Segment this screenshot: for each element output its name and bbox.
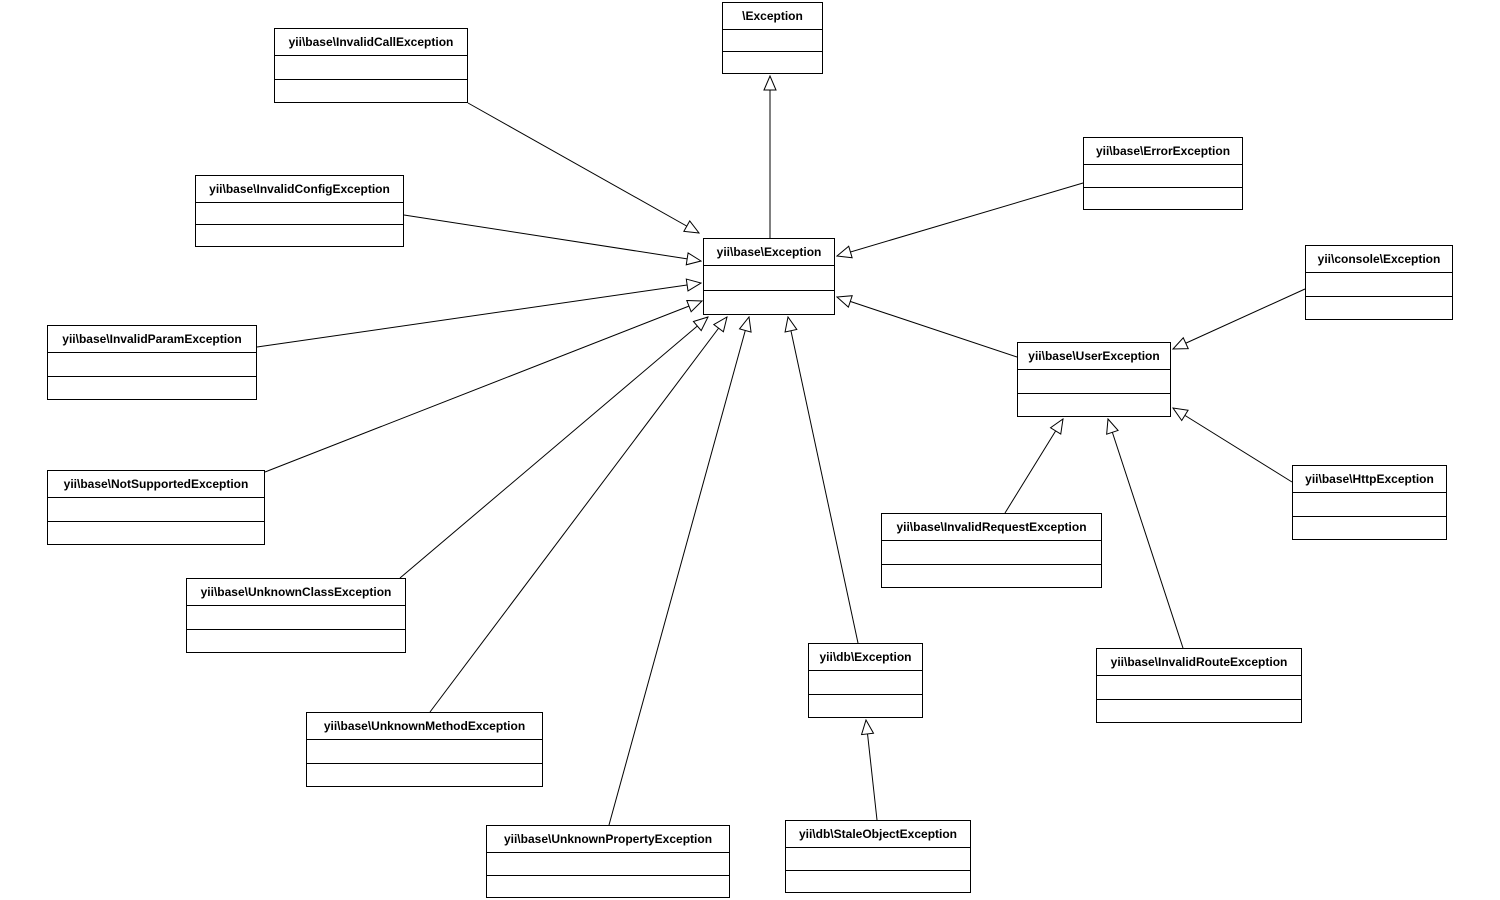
attributes-compartment bbox=[187, 606, 405, 629]
methods-compartment bbox=[275, 78, 467, 103]
class-node-invalid-param: yii\base\InvalidParamException bbox=[47, 325, 257, 400]
attributes-compartment bbox=[196, 203, 403, 224]
class-node-console-exception: yii\console\Exception bbox=[1305, 245, 1453, 320]
class-name-label: yii\db\Exception bbox=[809, 644, 922, 671]
class-name-label: yii\base\ErrorException bbox=[1084, 138, 1242, 165]
class-node-stale-object: yii\db\StaleObjectException bbox=[785, 820, 971, 893]
class-name-label: yii\base\UserException bbox=[1018, 343, 1170, 370]
methods-compartment bbox=[1018, 392, 1170, 417]
attributes-compartment bbox=[809, 671, 922, 694]
class-name-label: yii\base\InvalidRouteException bbox=[1097, 649, 1301, 676]
attributes-compartment bbox=[1097, 676, 1301, 699]
inheritance-edge-stale_object-to-db_exception bbox=[866, 720, 878, 821]
attributes-compartment bbox=[1293, 493, 1446, 516]
methods-compartment bbox=[786, 869, 970, 893]
inheritance-edge-unknown_property-to-base_exception bbox=[608, 317, 749, 826]
attributes-compartment bbox=[704, 266, 834, 290]
class-name-label: yii\base\HttpException bbox=[1293, 466, 1446, 493]
methods-compartment bbox=[882, 563, 1101, 588]
methods-compartment bbox=[1306, 295, 1452, 320]
class-name-label: yii\base\NotSupportedException bbox=[48, 471, 264, 498]
class-name-label: yii\base\Exception bbox=[704, 239, 834, 266]
class-name-label: yii\base\InvalidRequestException bbox=[882, 514, 1101, 541]
attributes-compartment bbox=[307, 740, 542, 763]
inheritance-edge-user_exception-to-base_exception bbox=[837, 297, 1018, 358]
methods-compartment bbox=[187, 628, 405, 653]
class-name-label: yii\console\Exception bbox=[1306, 246, 1452, 273]
class-node-invalid-route: yii\base\InvalidRouteException bbox=[1096, 648, 1302, 723]
class-name-label: yii\base\UnknownMethodException bbox=[307, 713, 542, 740]
methods-compartment bbox=[48, 520, 264, 545]
inheritance-edge-console_exception-to-user_exception bbox=[1173, 288, 1306, 349]
methods-compartment bbox=[307, 762, 542, 787]
methods-compartment bbox=[1293, 515, 1446, 540]
inheritance-edge-error_exception-to-base_exception bbox=[837, 182, 1084, 256]
class-node-unknown-method: yii\base\UnknownMethodException bbox=[306, 712, 543, 787]
inheritance-edge-http_exception-to-user_exception bbox=[1173, 408, 1293, 483]
attributes-compartment bbox=[48, 353, 256, 376]
class-name-label: yii\base\UnknownClassException bbox=[187, 579, 405, 606]
inheritance-edge-not_supported-to-base_exception bbox=[264, 301, 702, 473]
attributes-compartment bbox=[487, 853, 729, 875]
attributes-compartment bbox=[882, 541, 1101, 564]
inheritance-edge-invalid_route-to-user_exception bbox=[1108, 419, 1184, 649]
class-node-invalid-config: yii\base\InvalidConfigException bbox=[195, 175, 404, 247]
inheritance-edge-invalid_request-to-user_exception bbox=[1004, 419, 1063, 514]
inheritance-edge-unknown_class-to-base_exception bbox=[399, 317, 708, 579]
class-name-label: yii\base\InvalidConfigException bbox=[196, 176, 403, 203]
methods-compartment bbox=[1084, 186, 1242, 210]
class-node-http-exception: yii\base\HttpException bbox=[1292, 465, 1447, 540]
attributes-compartment bbox=[1018, 370, 1170, 393]
class-node-not-supported: yii\base\NotSupportedException bbox=[47, 470, 265, 545]
attributes-compartment bbox=[1084, 165, 1242, 187]
methods-compartment bbox=[48, 375, 256, 400]
class-node-base-exception: yii\base\Exception bbox=[703, 238, 835, 315]
class-node-invalid-request: yii\base\InvalidRequestException bbox=[881, 513, 1102, 588]
attributes-compartment bbox=[48, 498, 264, 521]
methods-compartment bbox=[196, 224, 403, 246]
attributes-compartment bbox=[786, 848, 970, 870]
class-name-label: yii\base\InvalidParamException bbox=[48, 326, 256, 353]
inheritance-edge-invalid_config-to-base_exception bbox=[403, 214, 701, 261]
methods-compartment bbox=[1097, 698, 1301, 723]
methods-compartment bbox=[704, 289, 834, 315]
class-node-invalid-call: yii\base\InvalidCallException bbox=[274, 28, 468, 103]
class-name-label: yii\base\InvalidCallException bbox=[275, 29, 467, 56]
methods-compartment bbox=[809, 693, 922, 718]
class-node-unknown-property: yii\base\UnknownPropertyException bbox=[486, 825, 730, 898]
class-name-label: \Exception bbox=[723, 3, 822, 30]
inheritance-edge-db_exception-to-base_exception bbox=[788, 317, 859, 644]
class-node-user-exception: yii\base\UserException bbox=[1017, 342, 1171, 417]
class-node-db-exception: yii\db\Exception bbox=[808, 643, 923, 718]
class-node-unknown-class: yii\base\UnknownClassException bbox=[186, 578, 406, 653]
class-name-label: yii\db\StaleObjectException bbox=[786, 821, 970, 848]
class-name-label: yii\base\UnknownPropertyException bbox=[487, 826, 729, 853]
attributes-compartment bbox=[723, 30, 822, 51]
class-node-exception-root: \Exception bbox=[722, 2, 823, 74]
inheritance-edge-unknown_method-to-base_exception bbox=[429, 317, 727, 713]
inheritance-edge-invalid_call-to-base_exception bbox=[467, 102, 699, 233]
inheritance-edge-invalid_param-to-base_exception bbox=[256, 283, 701, 348]
methods-compartment bbox=[487, 874, 729, 898]
attributes-compartment bbox=[275, 56, 467, 79]
methods-compartment bbox=[723, 51, 822, 73]
class-node-error-exception: yii\base\ErrorException bbox=[1083, 137, 1243, 210]
attributes-compartment bbox=[1306, 273, 1452, 296]
